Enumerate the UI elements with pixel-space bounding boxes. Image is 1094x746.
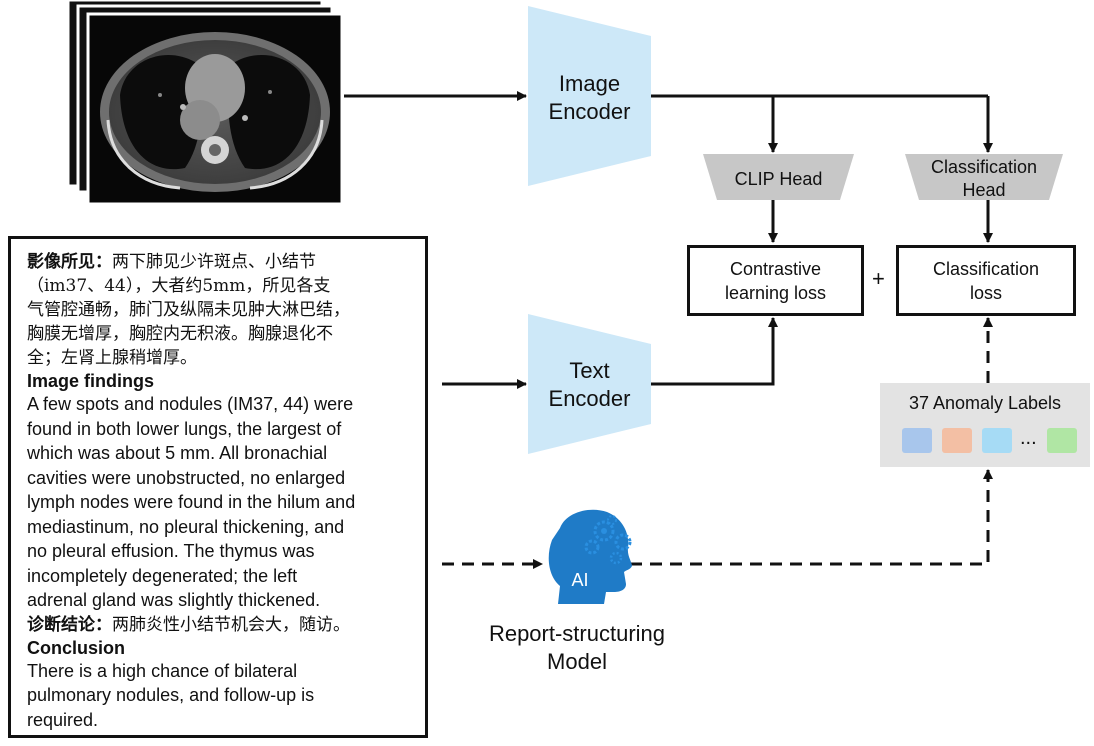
cn-findings-heading: 影像所见： xyxy=(27,252,112,272)
clip-head-label: CLIP Head xyxy=(734,169,823,189)
en-findings-line: incompletely degenerated; the left xyxy=(27,565,298,586)
classification-head-label: Classification Head xyxy=(905,156,1063,202)
en-findings-line: A few spots and nodules (IM37, 44) were xyxy=(27,394,354,414)
cn-findings: 影像所见：两下肺见少许斑点、小结节 （im37、44），大者约5mm，所见各支 … xyxy=(27,250,422,370)
cn-conclusion-heading: 诊断结论： xyxy=(27,614,112,635)
en-conclusion-line: There is a high chance of bilateral xyxy=(27,660,298,681)
plus-sign: + xyxy=(872,266,885,291)
anomaly-labels-panel: 37 Anomaly Labels ... xyxy=(880,383,1090,467)
contrastive-loss-line1: Contrastive xyxy=(729,258,822,279)
en-conclusion-line: required. xyxy=(27,709,99,730)
cn-findings-line: 两下肺见少许斑点、小结节 xyxy=(112,252,316,272)
text-encoder-label: Text Encoder xyxy=(528,357,651,413)
text-encoder-shape xyxy=(528,314,651,454)
clip-head-shape xyxy=(703,154,854,200)
en-findings-line: found in both lower lungs, the largest o… xyxy=(27,418,342,439)
en-conclusion: There is a high chance of bilateral pulm… xyxy=(27,659,422,733)
classification-head-line1: Classification xyxy=(930,157,1038,177)
cn-findings-line: （im37、44），大者约5mm，所见各支 xyxy=(27,276,331,296)
contrastive-loss-box: Contrastive learning loss xyxy=(687,245,864,316)
en-findings-line: which was about 5 mm. All bronachial xyxy=(27,443,328,463)
image-encoder-shape xyxy=(528,6,651,186)
label-chip xyxy=(1047,428,1077,453)
cn-conclusion: 诊断结论：两肺炎性小结节机会大，随访。 xyxy=(27,613,422,637)
en-findings: A few spots and nodules (IM37, 44) were … xyxy=(27,392,422,613)
arrow-text-encoder-to-contrastive-loss xyxy=(651,317,778,386)
ai-head-icon: AI xyxy=(548,509,632,604)
classification-loss-line1: Classification xyxy=(932,258,1040,279)
ct-scan-image xyxy=(86,12,344,206)
image-encoder-line2: Encoder xyxy=(548,99,631,124)
labels-ellipsis: ... xyxy=(1020,427,1037,449)
cn-conclusion-text: 两肺炎性小结节机会大，随访。 xyxy=(112,614,350,635)
classification-head-shape xyxy=(905,154,1063,200)
text-encoder-line2: Encoder xyxy=(548,386,631,411)
en-findings-heading: Image findings xyxy=(27,371,155,391)
en-findings-line: no pleural effusion. The thymus was xyxy=(27,541,315,561)
ct-scan-stack xyxy=(66,0,344,206)
en-findings-line: adrenal gland was slightly thickened. xyxy=(27,590,321,610)
image-encoder-line1: Image xyxy=(558,71,621,96)
report-structuring-model-label: Report-structuring Model xyxy=(470,620,684,676)
label-chip xyxy=(902,428,932,453)
classification-loss-box: Classification loss xyxy=(896,245,1076,316)
cn-findings-line: 气管腔通畅，肺门及纵隔未见肿大淋巴结， xyxy=(27,300,350,320)
text-encoder-line1: Text xyxy=(569,358,610,383)
anomaly-labels-title: 37 Anomaly Labels xyxy=(908,393,1062,413)
en-findings-line: mediastinum, no pleural thickening, and xyxy=(27,516,345,537)
model-label-line2: Model xyxy=(547,649,607,674)
cn-findings-line: 胸膜无增厚，胸腔内无积液。胸腺退化不 xyxy=(27,324,333,344)
en-findings-line: cavities were unobstructed, no enlarged xyxy=(27,467,346,488)
classification-loss-line2: loss xyxy=(969,282,1002,303)
classification-head-line2: Head xyxy=(962,180,1006,200)
model-label-line1: Report-structuring xyxy=(488,621,666,646)
ai-icon-text: AI xyxy=(571,570,588,590)
image-encoder-label: Image Encoder xyxy=(528,70,651,126)
label-chip xyxy=(982,428,1012,453)
en-conclusion-heading: Conclusion xyxy=(27,637,125,658)
gear-icon xyxy=(593,520,615,542)
radiology-report-box xyxy=(8,236,428,738)
en-findings-line: lymph nodes were found in the hilum and xyxy=(27,492,356,512)
dashed-arrow-model-to-labels xyxy=(630,469,993,566)
en-conclusion-line: pulmonary nodules, and follow-up is xyxy=(27,685,315,705)
radiology-report-text: 影像所见：两下肺见少许斑点、小结节 （im37、44），大者约5mm，所见各支 … xyxy=(27,250,422,732)
label-chip xyxy=(942,428,972,453)
contrastive-loss-line2: learning loss xyxy=(724,282,827,303)
cn-findings-line: 全；左肾上腺稍增厚。 xyxy=(27,348,197,368)
